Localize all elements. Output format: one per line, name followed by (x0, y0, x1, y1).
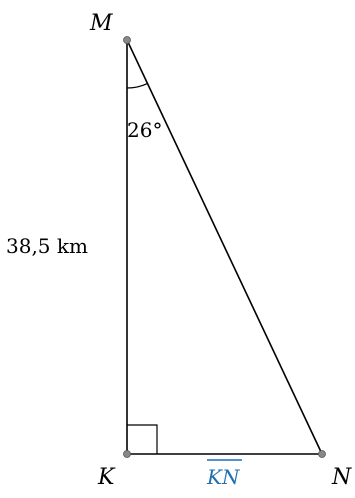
vertex-label-k: K (97, 465, 116, 490)
side-mn (126, 39, 323, 455)
vertex-label-n: N (331, 465, 352, 490)
angle-m-label: 26° (127, 118, 162, 142)
right-angle-marker (127, 424, 158, 454)
point-n (318, 450, 326, 458)
point-k (123, 450, 131, 458)
point-m (123, 36, 131, 44)
segment-kn-label: KN (206, 465, 241, 489)
side-mk-length-label: 38,5 km (6, 234, 88, 258)
vertex-label-m: M (89, 11, 113, 36)
angle-arc-m (126, 82, 148, 89)
